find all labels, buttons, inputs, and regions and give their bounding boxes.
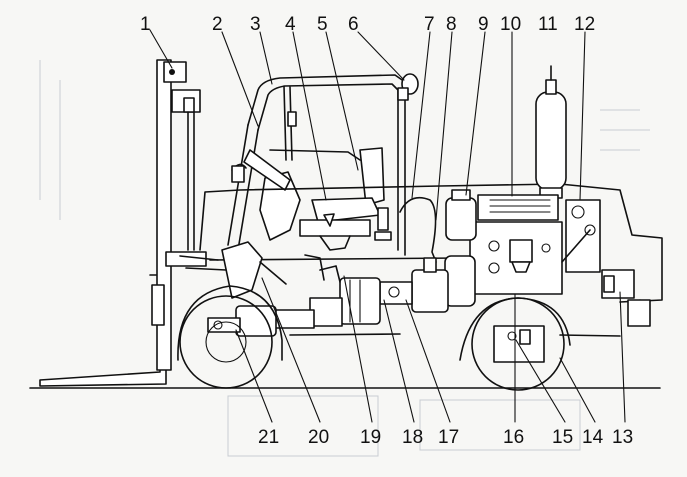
callout-7: 7 [424,14,435,35]
leader-15 [515,339,566,423]
callout-18: 18 [402,427,423,448]
callout-14: 14 [582,427,604,448]
callout-20: 20 [308,427,329,448]
callout-19: 19 [360,427,381,448]
callout-8: 8 [446,14,457,35]
callout-11: 11 [538,14,558,35]
callout-15: 15 [552,427,573,448]
callout-6: 6 [348,14,359,35]
leader-18 [383,299,415,423]
leader-20 [261,277,321,423]
leader-7 [411,31,431,199]
brake-line [399,196,437,263]
leader-14 [559,357,596,423]
callout-9: 9 [478,14,489,35]
leader-1 [149,29,173,69]
drivetrain [207,254,476,337]
callout-16: 16 [503,427,524,448]
mirror [397,73,419,101]
callout-12: 12 [574,14,595,35]
callout-3: 3 [250,14,261,35]
steering-and-seat [243,147,392,251]
callout-labels: 1 2 3 4 5 6 7 8 9 10 11 12 13 14 15 16 1… [140,14,633,448]
callout-2: 2 [212,14,223,35]
leader-17 [405,299,451,423]
leader-9 [465,31,486,196]
gas-cylinder [535,65,567,199]
leader-8 [435,31,453,221]
leader-13 [619,291,626,423]
background-bleed [39,60,650,457]
cab [227,74,406,256]
control-linkage [179,241,287,299]
leader-3 [259,31,273,85]
leader-12 [579,31,586,201]
callout-21: 21 [258,427,279,448]
leader-6 [357,31,405,81]
leader-21 [235,329,273,423]
callout-5: 5 [317,14,328,35]
callout-1: 1 [140,14,151,35]
leader-19 [343,275,373,423]
leader-lines [149,29,626,423]
engine-block [445,189,635,299]
leader-2 [221,31,259,127]
leader-5 [325,31,359,171]
mast-and-fork [39,59,207,387]
callout-13: 13 [612,427,633,448]
leader-4 [292,31,327,201]
callout-17: 17 [438,427,459,448]
callout-10: 10 [500,14,521,35]
front-wheel [177,285,283,389]
callout-4: 4 [285,14,296,35]
